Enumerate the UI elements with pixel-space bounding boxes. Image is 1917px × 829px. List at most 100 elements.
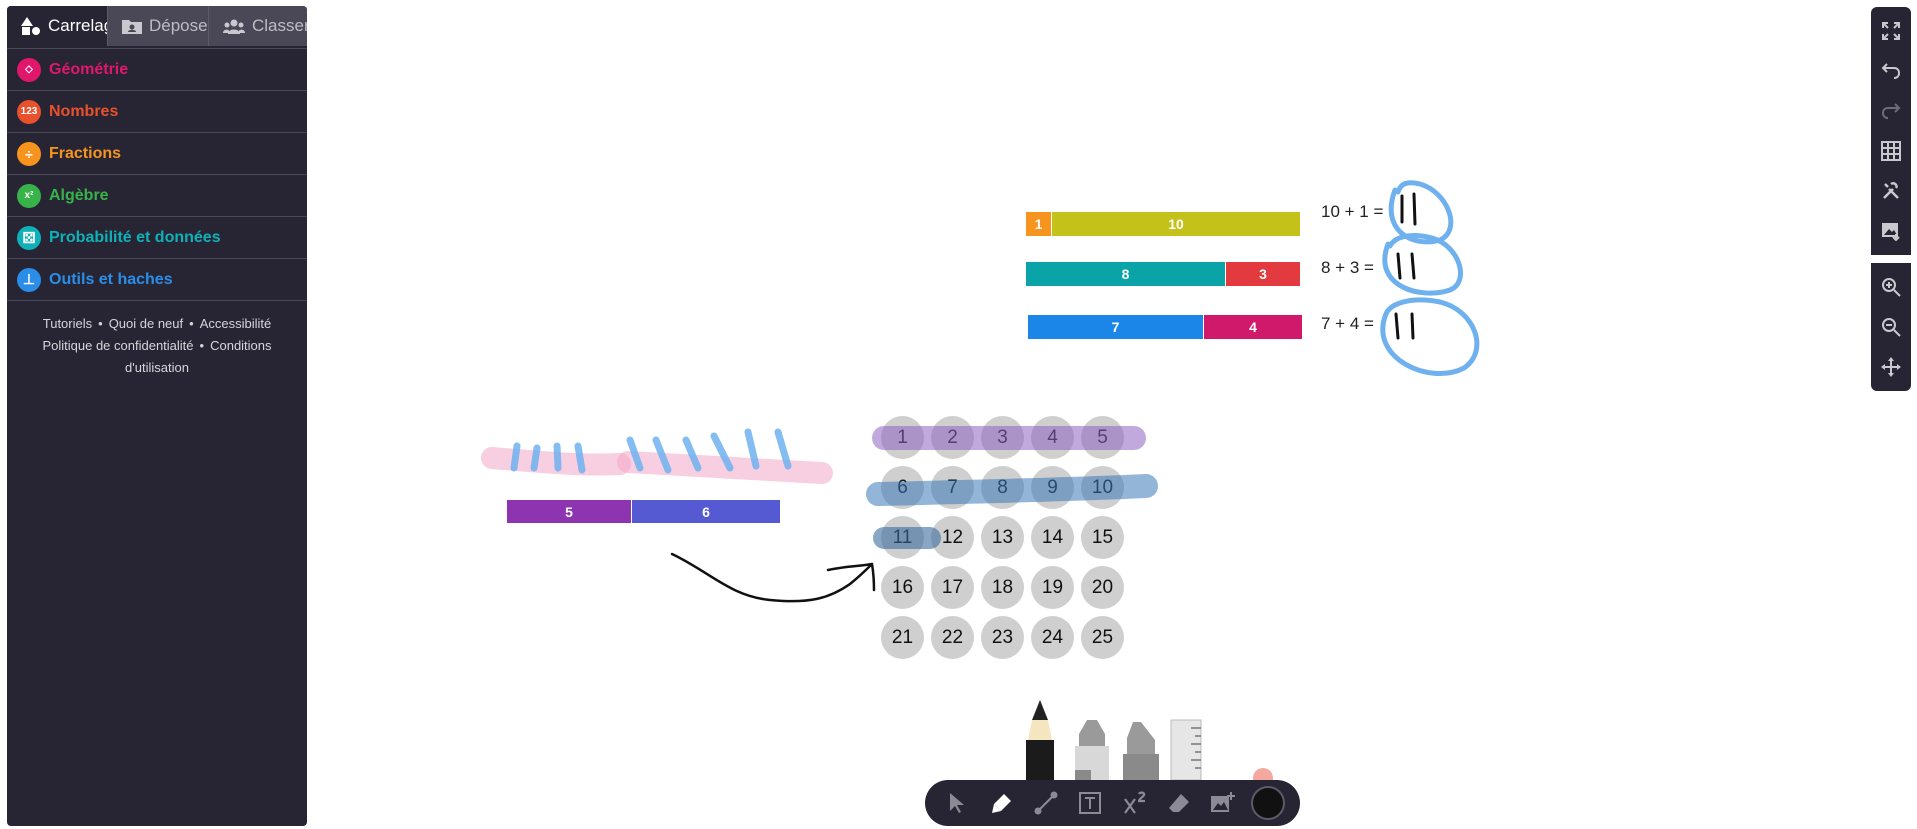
grid-number[interactable]: 4 [1031,416,1074,459]
bar-segment[interactable]: 10 [1052,212,1301,236]
tools-button[interactable] [1871,171,1911,211]
link-quoi-de-neuf[interactable]: Quoi de neuf [108,316,184,331]
add-image-button[interactable] [1206,786,1240,820]
grid-number[interactable]: 17 [931,566,974,609]
fullscreen-button[interactable] [1871,11,1911,51]
superscript-icon [1123,791,1145,814]
grid-number[interactable]: 12 [931,516,974,559]
grid-number[interactable]: 19 [1031,566,1074,609]
grid-number[interactable]: 11 [881,516,924,559]
grid-number[interactable]: 9 [1031,466,1074,509]
category-label: Fractions [49,144,122,162]
grid-number[interactable]: 18 [981,566,1024,609]
bar-segment[interactable]: 3 [1226,262,1301,286]
category-outils[interactable]: ⊥ Outils et haches [7,259,307,301]
grid-number[interactable]: 7 [931,466,974,509]
shapes-icon [21,17,40,35]
category-label: Nombres [49,102,119,120]
users-icon [223,19,245,34]
category-fractions[interactable]: ÷ Fractions [7,133,307,175]
color-swatch [1250,786,1285,820]
category-geometrie[interactable]: ◇ Géométrie [7,49,307,91]
pan-icon [1881,357,1901,377]
axes-icon: ⊥ [17,267,41,292]
add-image-icon [1211,792,1236,812]
right-toolbar [1871,7,1911,391]
pan-button[interactable] [1871,347,1911,387]
bar-segment[interactable]: 6 [632,500,781,523]
link-tutoriels[interactable]: Tutoriels [42,316,93,331]
grid-number[interactable]: 5 [1081,416,1124,459]
grid-number[interactable]: 23 [981,616,1024,659]
equation-text[interactable]: 10 + 1 = [1321,202,1384,221]
category-label: Probabilité et données [49,228,221,246]
bar-segment[interactable]: 7 [1028,315,1204,339]
zoom-out-button[interactable] [1871,307,1911,347]
geometry-icon: ◇ [17,57,41,82]
grid-icon [1881,141,1901,161]
highlighter-tool[interactable] [1123,722,1159,780]
category-label: Outils et haches [49,270,173,288]
category-label: Algèbre [49,186,109,204]
tab-deposer[interactable]: Déposer [107,6,208,46]
tools-icon [1883,182,1899,199]
text-box-icon [1079,792,1102,814]
category-nombres[interactable]: 123 Nombres [7,91,307,133]
line-tool-button[interactable] [1029,786,1063,820]
link-accessibilite[interactable]: Accessibilité [199,316,272,331]
grid-number[interactable]: 24 [1031,616,1074,659]
grid-number[interactable]: 25 [1081,616,1124,659]
color-picker-button[interactable] [1250,786,1285,820]
link-politique[interactable]: Politique de confidentialité [42,338,194,353]
tab-carrelage[interactable]: Carrelage [7,6,107,46]
grid-number[interactable]: 21 [881,616,924,659]
grid-number[interactable]: 13 [981,516,1024,559]
grid-number[interactable]: 14 [1031,516,1074,559]
bar-segment[interactable]: 1 [1026,212,1052,236]
grid-button[interactable] [1871,131,1911,171]
fullscreen-icon [1882,22,1900,40]
grid-number[interactable]: 3 [981,416,1024,459]
redo-button[interactable] [1871,91,1911,131]
undo-icon [1881,63,1901,79]
tab-label: Carrelage [48,16,107,35]
sidebar-panel: Carrelage Déposer Classer ◇ Géométrie 12… [7,6,307,826]
select-tool-button[interactable] [940,786,974,820]
grid-number[interactable]: 1 [881,416,924,459]
equation-text[interactable]: 8 + 3 = [1321,258,1374,277]
grid-number[interactable]: 15 [1081,516,1124,559]
text-tool-button[interactable] [1073,786,1107,820]
drawing-tool-rack[interactable] [1015,700,1215,780]
grid-number[interactable]: 10 [1081,466,1124,509]
tab-classer[interactable]: Classer [208,6,307,46]
eraser-tool-button[interactable] [1162,786,1196,820]
link-conditions[interactable]: Conditions d'utilisation [125,338,272,375]
numbers-icon: 123 [17,99,41,124]
tab-label: Classer [252,16,307,35]
marker-tool-button[interactable] [985,786,1019,820]
grid-number[interactable]: 20 [1081,566,1124,609]
zoom-out-icon [1882,318,1901,337]
grid-number[interactable]: 6 [881,466,924,509]
pencil-tool[interactable] [1026,700,1054,780]
superscript-tool-button[interactable] [1118,786,1152,820]
bar-segment[interactable]: 8 [1026,262,1226,286]
bar-segment[interactable]: 4 [1204,315,1303,339]
export-image-button[interactable] [1871,211,1911,251]
zoom-in-button[interactable] [1871,267,1911,307]
ruler-tool[interactable] [1170,719,1202,780]
select-arrow-icon [950,793,965,813]
eraser-icon [1169,794,1190,812]
fraction-icon: ÷ [17,141,41,166]
marker-tool[interactable] [1075,720,1109,780]
grid-number[interactable]: 22 [931,616,974,659]
grid-number[interactable]: 16 [881,566,924,609]
bar-segment[interactable]: 5 [507,500,632,523]
category-probabilite[interactable]: ⚄ Probabilité et données [7,217,307,259]
grid-number[interactable]: 2 [931,416,974,459]
category-algebre[interactable]: x² Algèbre [7,175,307,217]
grid-number[interactable]: 8 [981,466,1024,509]
undo-button[interactable] [1871,51,1911,91]
equation-text[interactable]: 7 + 4 = [1321,314,1374,333]
line-icon [1034,791,1058,815]
